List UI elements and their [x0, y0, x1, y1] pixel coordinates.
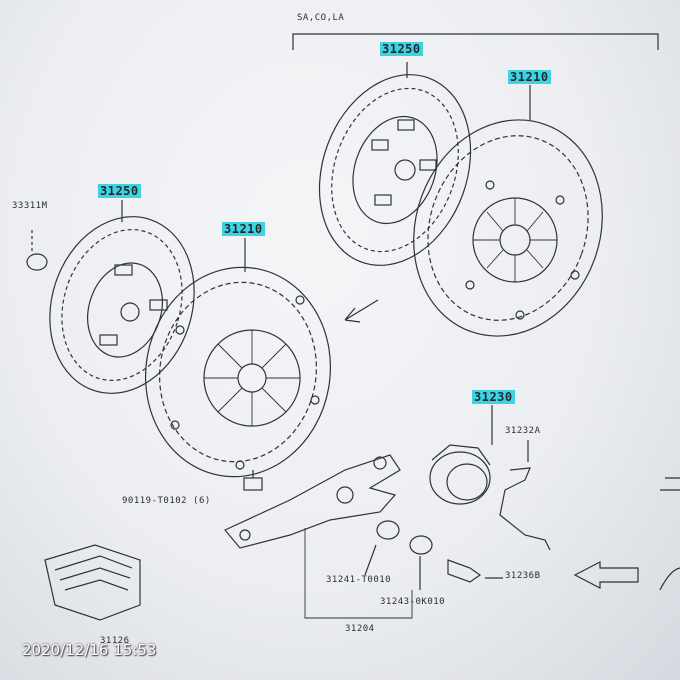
part-label-cover-left: 31210: [222, 222, 265, 236]
part-label-bolt: 90119-T0102 (6): [122, 496, 211, 506]
pilot-bearing: [26, 230, 48, 271]
pivot-ball: [409, 535, 433, 555]
part-label-bottom: 31126: [100, 636, 130, 646]
pressure-plate-left: [144, 266, 332, 478]
fork-boot: [376, 520, 400, 540]
part-label-disc-left: 31250: [98, 184, 141, 198]
diagram-header: SA,CO,LA: [297, 13, 345, 23]
clutch-disc-top: [318, 74, 472, 266]
bolt-90119: [243, 470, 263, 491]
part-label-disc-top: 31250: [380, 42, 423, 56]
bottom-part: [44, 544, 141, 621]
part-label-bolt-small: 33311M: [12, 201, 48, 211]
pressure-plate-top: [413, 119, 603, 337]
part-label-pin: 31236B: [505, 571, 541, 581]
pin-31236B: [447, 559, 482, 583]
bearing-clip: [499, 467, 551, 551]
part-label-cover-top: 31210: [508, 70, 551, 84]
clutch-disc-left: [49, 216, 195, 394]
part-label-fork: 31204: [345, 624, 375, 634]
header-bracket: [292, 33, 659, 50]
part-label-clip: 31232A: [505, 426, 541, 436]
part-label-bearing: 31230: [472, 390, 515, 404]
part-label-fork-boot: 31241-T0010: [326, 575, 392, 585]
arrow-right: [573, 561, 639, 589]
arrow-middle: [344, 299, 379, 323]
photo-timestamp: 2020/12/16 15:53: [22, 641, 157, 659]
release-fork: [224, 454, 401, 549]
release-bearing: [429, 444, 491, 505]
part-label-pivot: 31243-0K010: [380, 597, 446, 607]
